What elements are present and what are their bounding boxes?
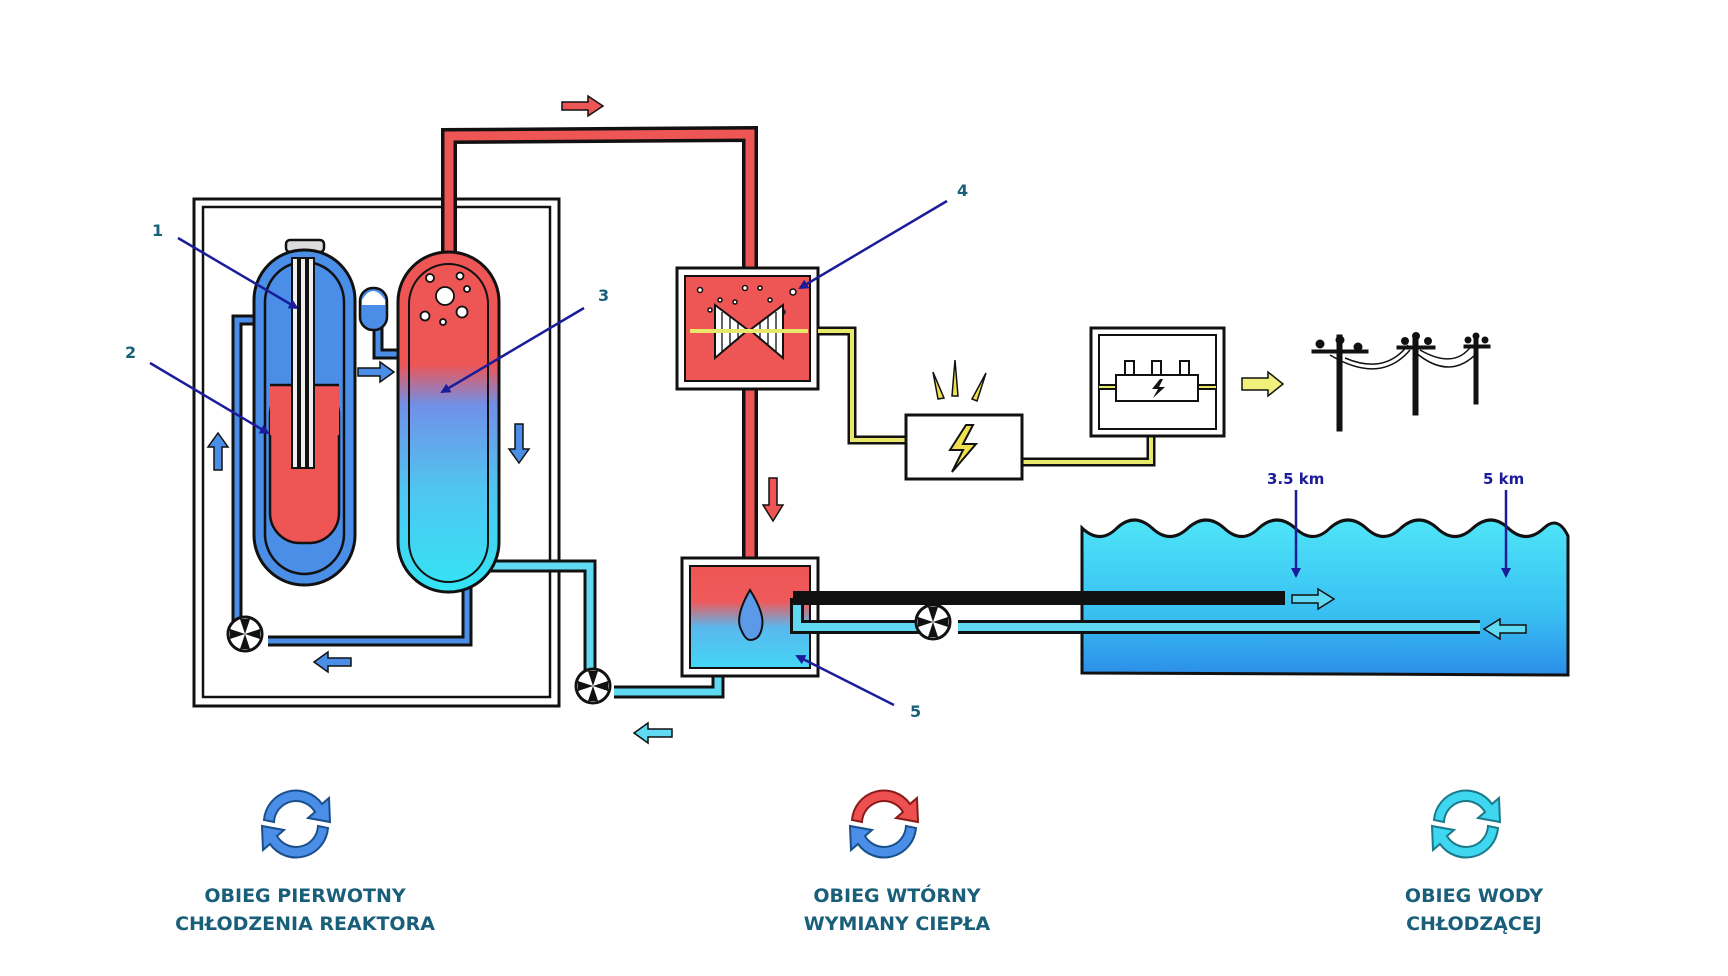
- to-grid-arrow: [1241, 370, 1285, 398]
- callout-pointers: [149, 199, 1511, 707]
- power-lines: [1311, 332, 1491, 432]
- generator: [904, 359, 1024, 481]
- reactor-vessel: [252, 238, 357, 587]
- callout-2: 2: [125, 343, 136, 362]
- legend-primary-line1: OBIEG PIERWOTNY: [204, 885, 405, 907]
- pump-icon: [574, 667, 612, 705]
- flow-arrow-right-icon: [1291, 587, 1336, 611]
- water-drop-icon: [738, 588, 764, 642]
- callout-3: 3: [598, 286, 609, 305]
- legend-cooling-line1: OBIEG WODY: [1405, 885, 1543, 907]
- flow-arrow-down-icon: [761, 477, 785, 523]
- callout-1: 1: [152, 221, 163, 240]
- distance-near-label: 3.5 km: [1267, 470, 1324, 488]
- flow-arrow-right-icon: [561, 94, 605, 118]
- legend-cooling-line2: CHŁODZĄCEJ: [1406, 913, 1542, 935]
- steam-pipe: [441, 125, 758, 560]
- cooling-water-pipes: [790, 591, 1480, 634]
- flow-arrow-up-icon: [206, 431, 230, 471]
- legend-cycle-icon-cooling: [1430, 789, 1502, 859]
- spark-icon: [932, 359, 987, 402]
- power-pole-icon: [1463, 332, 1491, 405]
- distance-far-label: 5 km: [1483, 470, 1524, 488]
- flow-arrow-right-icon: [357, 360, 396, 384]
- shaft-wire: [818, 326, 1156, 467]
- legend-secondary-line1: OBIEG WTÓRNY: [813, 883, 980, 907]
- pump-icon: [914, 603, 952, 641]
- pressurizer: [358, 286, 389, 332]
- legend-cycle-icon-secondary: [848, 789, 920, 859]
- power-pole-icon: [1396, 332, 1436, 416]
- flow-arrow-left-icon: [1482, 617, 1527, 641]
- pump-icon: [226, 615, 264, 653]
- transformer: [1089, 326, 1226, 438]
- control-rods: [291, 257, 315, 469]
- flow-arrows: [206, 94, 1527, 745]
- legend-secondary-line2: WYMIANY CIEPŁA: [804, 913, 991, 935]
- legend-primary-line2: CHŁODZENIA REAKTORA: [175, 913, 435, 935]
- turbine: [675, 266, 820, 391]
- power-pole-icon: [1311, 334, 1369, 432]
- callout-4: 4: [957, 181, 968, 200]
- callout-5: 5: [910, 702, 921, 721]
- legend-cycle-icon-primary: [260, 789, 332, 859]
- containment-building: [192, 197, 561, 708]
- flow-arrow-left-icon: [632, 721, 673, 745]
- flow-arrow-left-icon: [312, 650, 352, 674]
- steam-generator: [396, 250, 501, 594]
- flow-arrow-down-icon: [507, 423, 531, 465]
